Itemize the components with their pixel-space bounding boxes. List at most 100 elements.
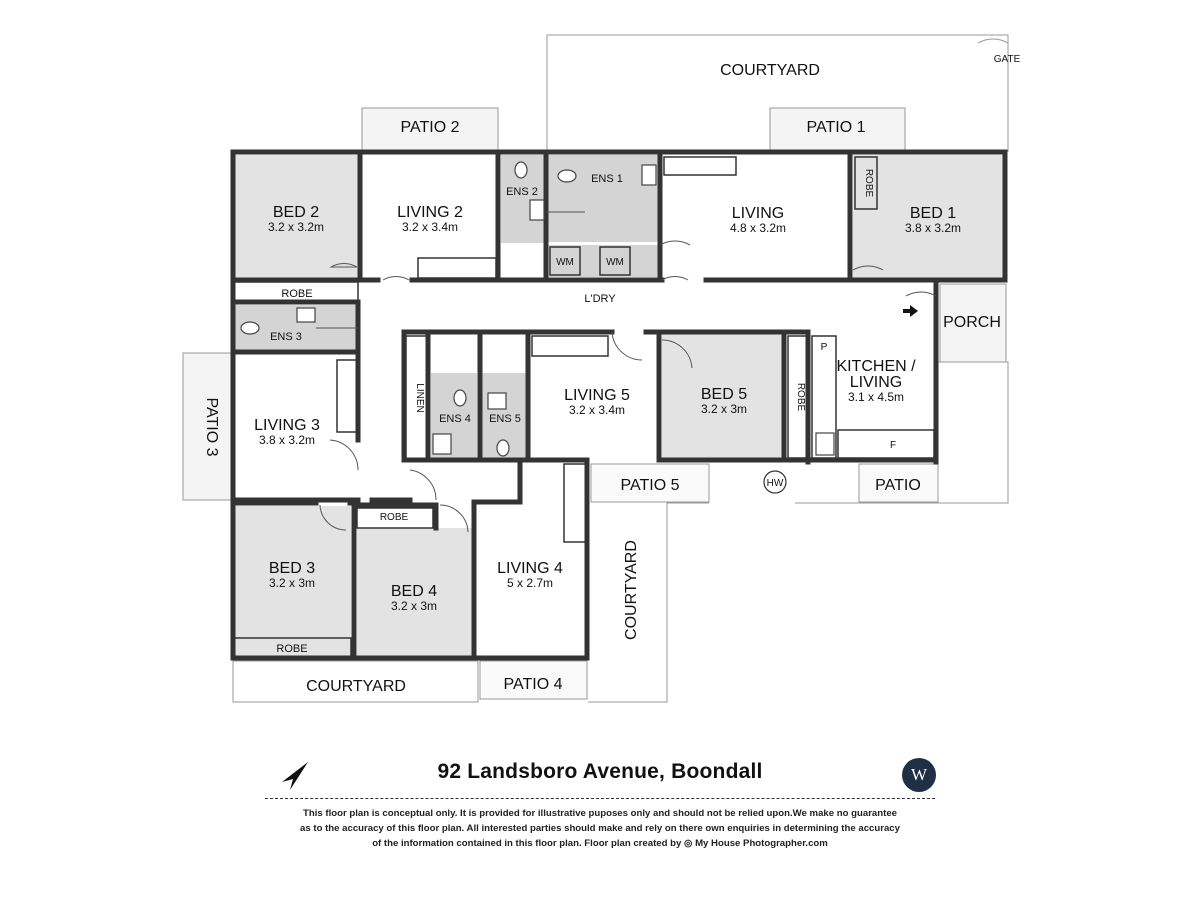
basin-ens1: [641, 164, 657, 186]
fridge-label: F: [890, 440, 896, 451]
patio1-label: PATIO 1: [807, 119, 866, 136]
patio2-label: PATIO 2: [401, 119, 460, 136]
toilet-ens1: [557, 169, 577, 183]
disclaimer-line-1: This floor plan is conceptual only. It i…: [302, 808, 897, 819]
patio3-area: [182, 352, 232, 501]
living4-dims: 5 x 2.7m: [507, 576, 553, 590]
bed5-floor: [662, 334, 784, 459]
toilet-ens3: [240, 321, 260, 335]
bed4-robe-box: [356, 507, 434, 529]
patio-area: [858, 463, 939, 503]
kitchen-dims: 3.1 x 4.5m: [848, 390, 904, 404]
laundry-label: L'DRY: [584, 293, 616, 305]
gate-label: GATE: [994, 54, 1021, 65]
living4-name: LIVING 4: [497, 560, 563, 577]
door-swing: [905, 291, 937, 297]
kitchen-name-line1: KITCHEN /: [836, 358, 916, 375]
entry-arrow-icon: [903, 305, 918, 317]
bed5-name: BED 5: [701, 386, 747, 403]
ens3-label: ENS 3: [270, 331, 302, 343]
kitchen-island: [837, 429, 935, 459]
door-swing: [382, 276, 410, 281]
wall: [471, 457, 523, 505]
bed2-robe-box: [232, 281, 359, 303]
door-swing: [329, 263, 358, 268]
door-swing: [852, 265, 884, 271]
bed1-robe-box: [854, 156, 878, 210]
courtyard-top-outline: [546, 34, 1009, 152]
living3-bench: [336, 359, 358, 433]
bed5-dims: 3.2 x 3m: [701, 402, 747, 416]
patio-label: PATIO: [875, 477, 921, 494]
linen-cupboard: [405, 335, 429, 461]
laundry-floor: [548, 245, 660, 277]
bed5-robe-box: [787, 335, 809, 459]
bed3-robe-box: [232, 637, 352, 659]
ens5-label: ENS 5: [489, 413, 521, 425]
living3-name: LIVING 3: [254, 417, 320, 434]
courtyard-side-label: COURTYARD: [623, 540, 640, 640]
wall: [656, 329, 939, 463]
brand-logo: W: [902, 758, 936, 792]
basin-ens3: [296, 307, 316, 323]
patio4-area: [479, 660, 588, 700]
disclaimer-line-3-text: of the information contained in this flo…: [372, 838, 682, 849]
living-dims: 4.8 x 3.2m: [730, 221, 786, 235]
wall: [495, 149, 663, 283]
toilet-ens2: [514, 161, 528, 179]
kitchen-name-line2: LIVING: [850, 374, 902, 391]
gate-swing: [977, 38, 1009, 44]
basin-ens2: [529, 199, 545, 221]
door-swing: [611, 331, 643, 361]
ens4-label: ENS 4: [439, 413, 471, 425]
bed1-floor: [853, 155, 1003, 278]
north-arrow-icon: [282, 762, 308, 790]
disclaimer-line-3: of the information contained in this flo…: [240, 836, 960, 851]
patio2-area: [361, 107, 499, 154]
living5-bench: [531, 335, 609, 357]
disclaimer: This floor plan is conceptual only. It i…: [240, 806, 960, 851]
disclaimer-line-2: as to the accuracy of this floor plan. A…: [300, 823, 900, 834]
patio1-area: [769, 107, 906, 154]
bed1-name: BED 1: [910, 205, 956, 222]
camera-icon: ◎: [684, 838, 693, 849]
toilet-ens4: [453, 389, 467, 407]
living5-dims: 3.2 x 3.4m: [569, 403, 625, 417]
wall: [401, 329, 590, 661]
living3-dims: 3.8 x 3.2m: [259, 433, 315, 447]
patio4-label: PATIO 4: [504, 676, 563, 693]
pantry-label: P: [821, 342, 828, 353]
door-swing: [319, 504, 347, 531]
patio3-label: PATIO 3: [203, 398, 220, 457]
ens1-label: ENS 1: [591, 173, 623, 185]
wm-box-2: [599, 246, 631, 276]
wall: [847, 149, 939, 465]
living4-bench: [563, 463, 587, 543]
ens2-label: ENS 2: [506, 186, 538, 198]
wm-label-1: WM: [556, 257, 574, 268]
living2-bench: [417, 257, 497, 279]
bed3-dims: 3.2 x 3m: [269, 576, 315, 590]
wm-label-2: WM: [606, 257, 624, 268]
bed2-name: BED 2: [273, 204, 319, 221]
bed1-robe-label: ROBE: [863, 169, 874, 198]
bed4-name: BED 4: [391, 583, 437, 600]
courtyard-side-outline: [588, 502, 709, 703]
bed2-floor: [233, 155, 359, 278]
bed3-floor: [233, 506, 351, 658]
porch-area: [939, 283, 1007, 363]
courtyard-top-label: COURTYARD: [720, 62, 820, 79]
door-swing: [661, 339, 693, 369]
door-swing: [439, 504, 469, 533]
shower-line: [316, 211, 585, 329]
bed4-robe-label: ROBE: [380, 512, 409, 523]
kitchen-bench: [811, 335, 837, 459]
courtyard-bottom-label: COURTYARD: [306, 678, 406, 695]
wm-box-1: [549, 246, 581, 276]
toilet-ens5: [496, 439, 510, 457]
wall: [230, 149, 665, 283]
bed2-robe-label: ROBE: [281, 288, 312, 300]
cooktop: [815, 432, 835, 456]
door-swing: [409, 469, 437, 501]
